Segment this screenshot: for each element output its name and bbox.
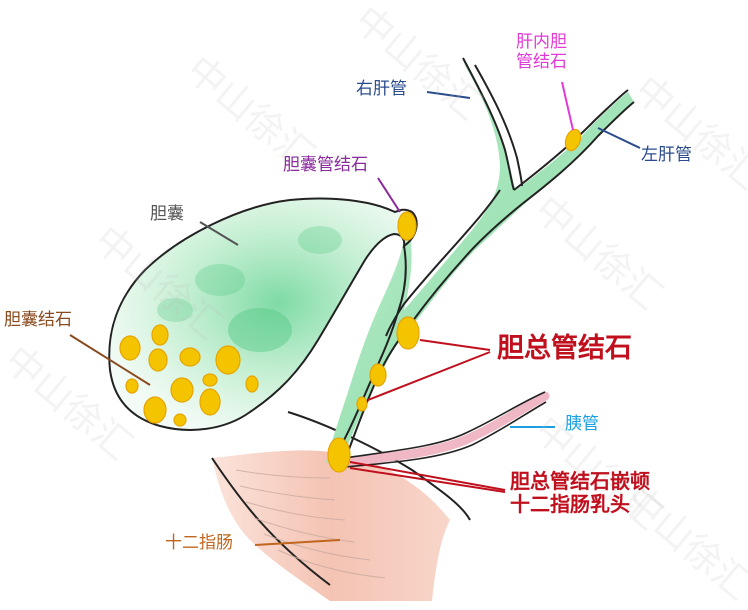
cystic-duct-stone: [397, 211, 417, 241]
gallbladder-shape: [108, 197, 418, 431]
pancreatic-duct-shape: [340, 391, 550, 468]
leader-lines: [69, 81, 641, 546]
label-gallbladder-stone: 胆囊结石: [4, 310, 72, 330]
label-right-hepatic-duct: 右肝管: [356, 79, 407, 99]
stones: [119, 128, 582, 473]
cbd-stones: [356, 316, 420, 412]
label-cbd-stone: 胆总管结石: [497, 333, 632, 364]
leader-gb-stone: [69, 334, 151, 386]
leader-left-hepatic: [597, 127, 641, 149]
leader-cystic-stone: [377, 177, 401, 213]
label-cystic-duct-stone: 胆囊管结石: [283, 155, 368, 175]
leader-cbd-1: [419, 339, 491, 351]
leader-right-hepatic: [426, 91, 471, 99]
leader-gallbladder: [199, 221, 239, 246]
impacted-stone: [327, 437, 351, 473]
intrahepatic-stone: [564, 128, 582, 152]
leader-impacted-2: [349, 467, 506, 493]
leader-cbd-2: [367, 351, 491, 401]
label-intrahepatic-stone: 肝内胆 管结石: [516, 32, 567, 72]
label-impacted-stone: 胆总管结石嵌顿 十二指肠乳头: [510, 469, 650, 516]
gallbladder-stones: [119, 324, 259, 427]
leader-intrahepatic: [561, 81, 574, 131]
leader-impacted-1: [349, 461, 506, 491]
leader-duodenum: [254, 539, 341, 546]
label-pancreatic-duct: 胰管: [565, 414, 599, 434]
label-gallbladder: 胆囊: [150, 204, 184, 224]
label-duodenum: 十二指肠: [165, 533, 233, 553]
label-left-hepatic-duct: 左肝管: [641, 145, 692, 165]
duodenum-shape: [211, 411, 471, 601]
